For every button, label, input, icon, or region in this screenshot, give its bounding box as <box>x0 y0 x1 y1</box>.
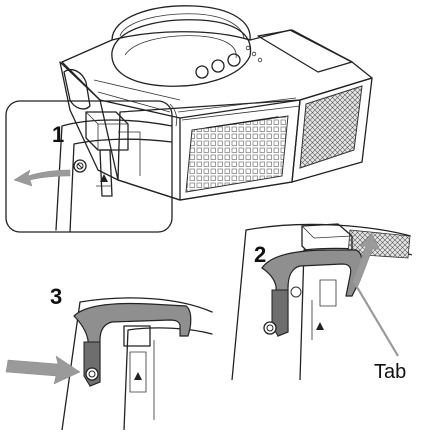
step-number-3: 3 <box>50 284 62 309</box>
screw-icon <box>73 159 87 173</box>
step2-inset: 2 Tab <box>231 223 419 383</box>
control-buttons <box>195 45 263 79</box>
step-number-1: 1 <box>52 122 64 147</box>
tab-label: Tab <box>374 361 406 383</box>
projector-illustration <box>59 5 373 201</box>
step-number-2: 2 <box>254 242 266 267</box>
side-vent <box>299 85 363 169</box>
step3-inset: 3 <box>5 284 213 430</box>
lift-arrow-icon <box>351 233 381 287</box>
push-arrow-icon <box>5 355 81 385</box>
filter-cover <box>73 302 192 387</box>
step1-inset: 1 <box>5 100 178 233</box>
filter-vent <box>185 115 289 193</box>
pull-arrow-icon <box>13 169 71 187</box>
tab-callout-line <box>353 281 399 357</box>
screw-icon <box>263 321 277 335</box>
screw-icon <box>85 367 99 381</box>
